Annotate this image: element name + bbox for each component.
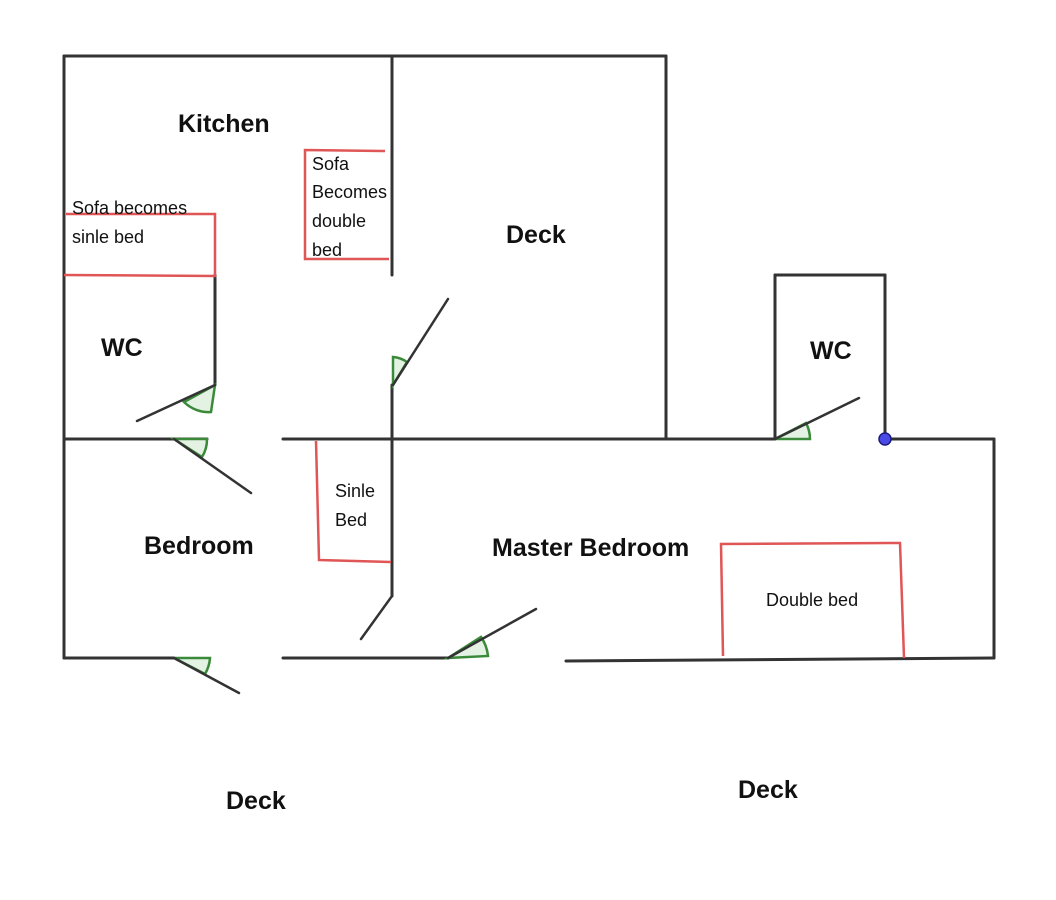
room-labels: Kitchen Deck WC WC Bedroom Master Bedroo… <box>101 110 852 815</box>
double-bed-label: Double bed <box>766 590 858 610</box>
single-bed-label-line1: Sinle <box>335 481 375 501</box>
door-master-inner[interactable] <box>359 594 394 641</box>
single-bed-label-line2: Bed <box>335 510 367 530</box>
furniture <box>63 148 906 659</box>
room-label-deck-bottom-right: Deck <box>738 776 798 804</box>
single-bed-outline <box>314 440 392 564</box>
door-leaf <box>391 297 450 387</box>
door-swing-arc <box>181 382 217 414</box>
sofa-double-label-line3: double <box>312 211 366 231</box>
wall-junction-marker <box>878 432 892 446</box>
room-label-kitchen: Kitchen <box>178 110 270 138</box>
sofa-single-outline <box>63 212 217 278</box>
door-leaf <box>172 656 241 695</box>
door-bedroom-top[interactable] <box>169 437 253 495</box>
door-leaf <box>172 437 253 495</box>
double-bed-outline <box>719 541 906 659</box>
door-bedroom-bottom[interactable] <box>172 656 241 695</box>
furniture-labels: Sofa becomes sinle bed Sofa Becomes doub… <box>72 154 858 610</box>
door-wc-left[interactable] <box>135 382 217 423</box>
wall-bottom-right <box>564 656 996 663</box>
sofa-double-label-line2: Becomes <box>312 182 387 202</box>
sofa-double-label-line4: bed <box>312 240 342 260</box>
door-leaf <box>359 594 394 641</box>
door-wc-right[interactable] <box>773 396 861 441</box>
room-label-wc-right: WC <box>810 337 852 365</box>
sofa-single-label-line1: Sofa becomes <box>72 198 187 218</box>
room-label-deck-bottom-left: Deck <box>226 787 286 815</box>
sofa-double-label-line1: Sofa <box>312 154 350 174</box>
room-label-wc-left: WC <box>101 334 143 362</box>
room-label-master-bedroom: Master Bedroom <box>492 534 689 562</box>
sofa-single-label-line2: sinle bed <box>72 227 144 247</box>
walls <box>62 54 996 663</box>
door-leaf <box>446 607 538 660</box>
sofa-double-outline <box>303 148 389 261</box>
door-kitchen-deck[interactable] <box>391 297 450 390</box>
door-master-bottom[interactable] <box>443 607 538 660</box>
door-leaf <box>135 383 217 423</box>
room-label-bedroom: Bedroom <box>144 532 254 560</box>
room-label-deck-top: Deck <box>506 221 566 249</box>
door-leaf <box>773 396 861 441</box>
doors <box>135 297 861 695</box>
